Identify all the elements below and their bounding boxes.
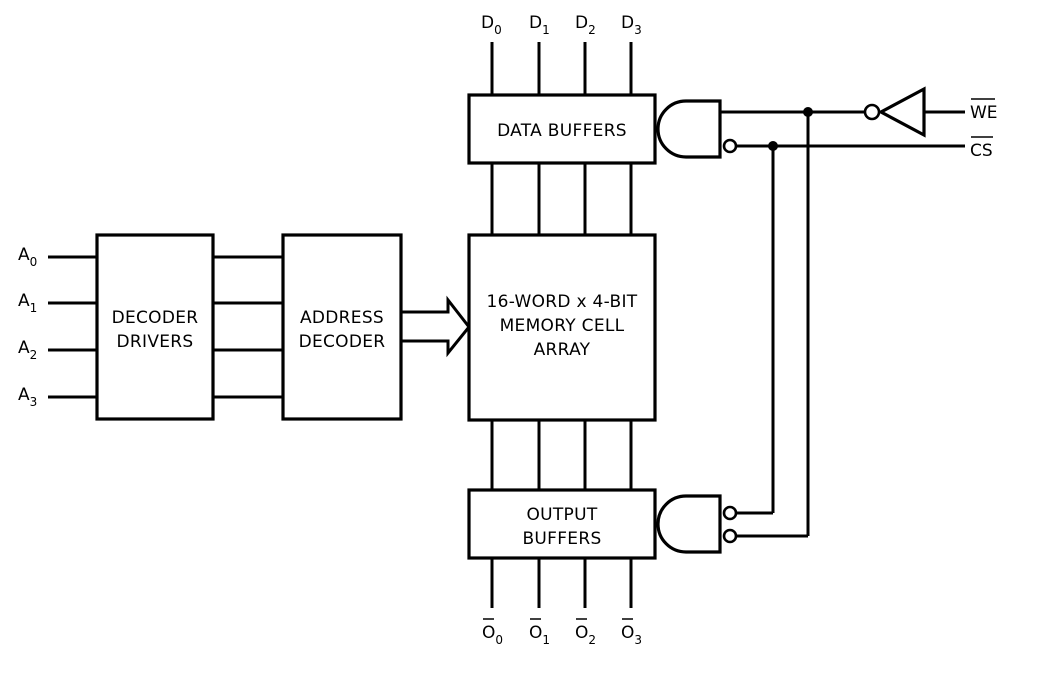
- output-enable-and-gate: [656, 494, 722, 554]
- output-label-o2: O2: [575, 618, 596, 647]
- data-label-d0: D0: [481, 13, 502, 37]
- svg-text:CS: CS: [970, 141, 993, 161]
- svg-text:O1: O1: [529, 623, 550, 647]
- output-gate-bubble-we: [722, 528, 738, 544]
- data-label-d3: D3: [621, 13, 642, 37]
- bus-arrow: [401, 295, 471, 358]
- output-label-o1: O1: [529, 618, 550, 647]
- address-decoder-label-line2: DECODER: [299, 332, 386, 352]
- memory-array-label-line3: ARRAY: [534, 340, 591, 360]
- svg-text:O2: O2: [575, 623, 596, 647]
- data-buffer-to-array-lines: [490, 163, 633, 235]
- address-input-lines: [48, 255, 97, 399]
- address-label-a3: A3: [18, 385, 37, 409]
- svg-text:O3: O3: [621, 623, 642, 647]
- output-lines: [490, 558, 633, 608]
- output-buffers-label-line1: OUTPUT: [526, 505, 597, 525]
- address-decoder-block: [281, 233, 403, 421]
- cs-junction-dot: [768, 141, 778, 151]
- output-label-o0: O0: [482, 618, 503, 647]
- memory-array-label-line1: 16-WORD x 4-BIT: [487, 292, 638, 312]
- data-label-d1: D1: [529, 13, 550, 37]
- output-buffers-block: [467, 488, 657, 560]
- svg-text:O0: O0: [482, 623, 503, 647]
- output-gate-bubble-cs: [722, 505, 738, 521]
- array-to-output-buffer-lines: [490, 420, 633, 490]
- memory-array-block: [467, 233, 657, 422]
- output-label-o3: O3: [621, 618, 642, 647]
- decoder-drivers-label-line2: DRIVERS: [117, 332, 194, 352]
- address-label-a2: A2: [18, 338, 37, 362]
- cs-label: CS: [970, 136, 993, 161]
- data-enable-and-gate: [656, 99, 722, 159]
- driver-to-decoder-lines: [213, 255, 283, 399]
- data-buffers-label: DATA BUFFERS: [497, 121, 627, 141]
- data-gate-inverting-bubble: [722, 138, 738, 154]
- we-junction-dot: [803, 107, 813, 117]
- control-wiring: [720, 110, 965, 538]
- data-label-d2: D2: [575, 13, 596, 37]
- address-label-a0: A0: [18, 245, 37, 269]
- memory-array-label-line2: MEMORY CELL: [500, 316, 625, 336]
- svg-text:WE: WE: [970, 103, 998, 123]
- address-label-a1: A1: [18, 291, 37, 315]
- data-input-lines: [490, 42, 633, 95]
- decoder-drivers-block: [95, 233, 215, 421]
- output-buffers-label-line2: BUFFERS: [522, 529, 601, 549]
- we-label: WE: [970, 98, 998, 123]
- address-decoder-label-line1: ADDRESS: [300, 308, 384, 328]
- we-inverter: [877, 86, 926, 138]
- data-buffers-block: [467, 93, 657, 165]
- we-inverter-bubble: [863, 103, 881, 121]
- decoder-drivers-label-line1: DECODER: [112, 308, 199, 328]
